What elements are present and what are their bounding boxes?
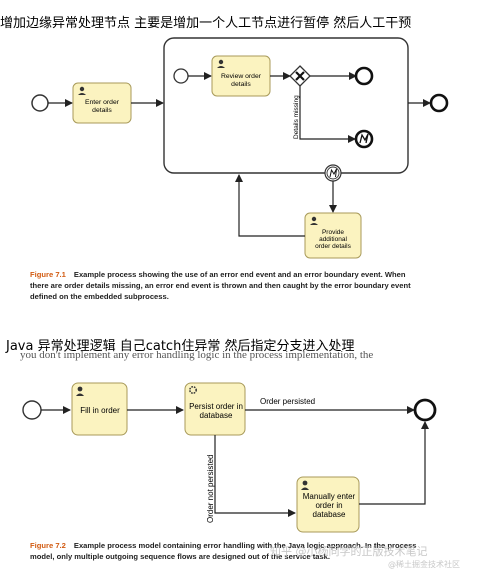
start-event [22,400,42,420]
exclusive-gateway [289,65,311,87]
svg-text:Fill in order: Fill in order [80,406,120,415]
svg-text:database: database [313,510,346,519]
task-provide-additional-order-details: Provide additional order details [304,212,362,259]
flow-label-order-not-persisted: Order not persisted [206,455,215,523]
svg-text:Enter order: Enter order [85,99,120,106]
task-fill-in-order: Fill in order [71,382,128,436]
flow-label-order-persisted: Order persisted [260,397,315,406]
watermark-juejin: @稀土掘金技术社区 [388,560,460,569]
annotation-note-2: Java 异常处理逻辑 自己catch住异常 然后指定分支进入处理 [6,339,355,354]
flow-label-details-missing: Details missing [293,95,300,139]
watermark-zhihu: 知乎 @小杨同学的正版技术笔记 [270,545,428,558]
user-icon [76,386,84,396]
start-event [31,94,49,112]
error-end-event [354,129,374,149]
svg-text:additional: additional [319,236,347,243]
svg-text:details: details [92,107,112,114]
error-boundary-event [324,164,342,182]
user-icon [301,480,309,490]
gear-icon [189,386,197,394]
svg-text:Manually enter: Manually enter [303,492,356,501]
figure-7-2-diagram: Fill in order Persist order in database … [22,382,437,533]
user-icon [78,86,86,95]
end-event [413,398,437,422]
svg-text:order details: order details [315,243,352,250]
task-enter-order-details: Enter order details [72,82,132,124]
svg-text:order in: order in [315,501,342,510]
svg-text:Review order: Review order [221,73,262,80]
svg-text:details: details [231,81,251,88]
clipped-book-text: you don't implement any error handling l… [20,349,374,361]
svg-text:Persist order in: Persist order in [189,402,243,411]
task-review-order-details: Review order details [211,55,271,97]
sub-end-event [354,66,374,86]
svg-text:Provide: Provide [322,229,344,236]
task-manually-enter-order: Manually enter order in database [296,476,360,533]
end-event [429,93,449,113]
sub-start-event [173,68,189,84]
annotation-note-1: 增加边缘异常处理节点 主要是增加一个人工节点进行暂停 然后人工干预 [0,16,412,31]
figure-7-1-diagram: Enter order details Review order details… [31,37,449,259]
user-icon [217,59,225,68]
svg-text:database: database [200,411,233,420]
embedded-subprocess [163,37,409,174]
user-icon [310,216,318,225]
service-task-persist-order: Persist order in database [184,382,246,436]
